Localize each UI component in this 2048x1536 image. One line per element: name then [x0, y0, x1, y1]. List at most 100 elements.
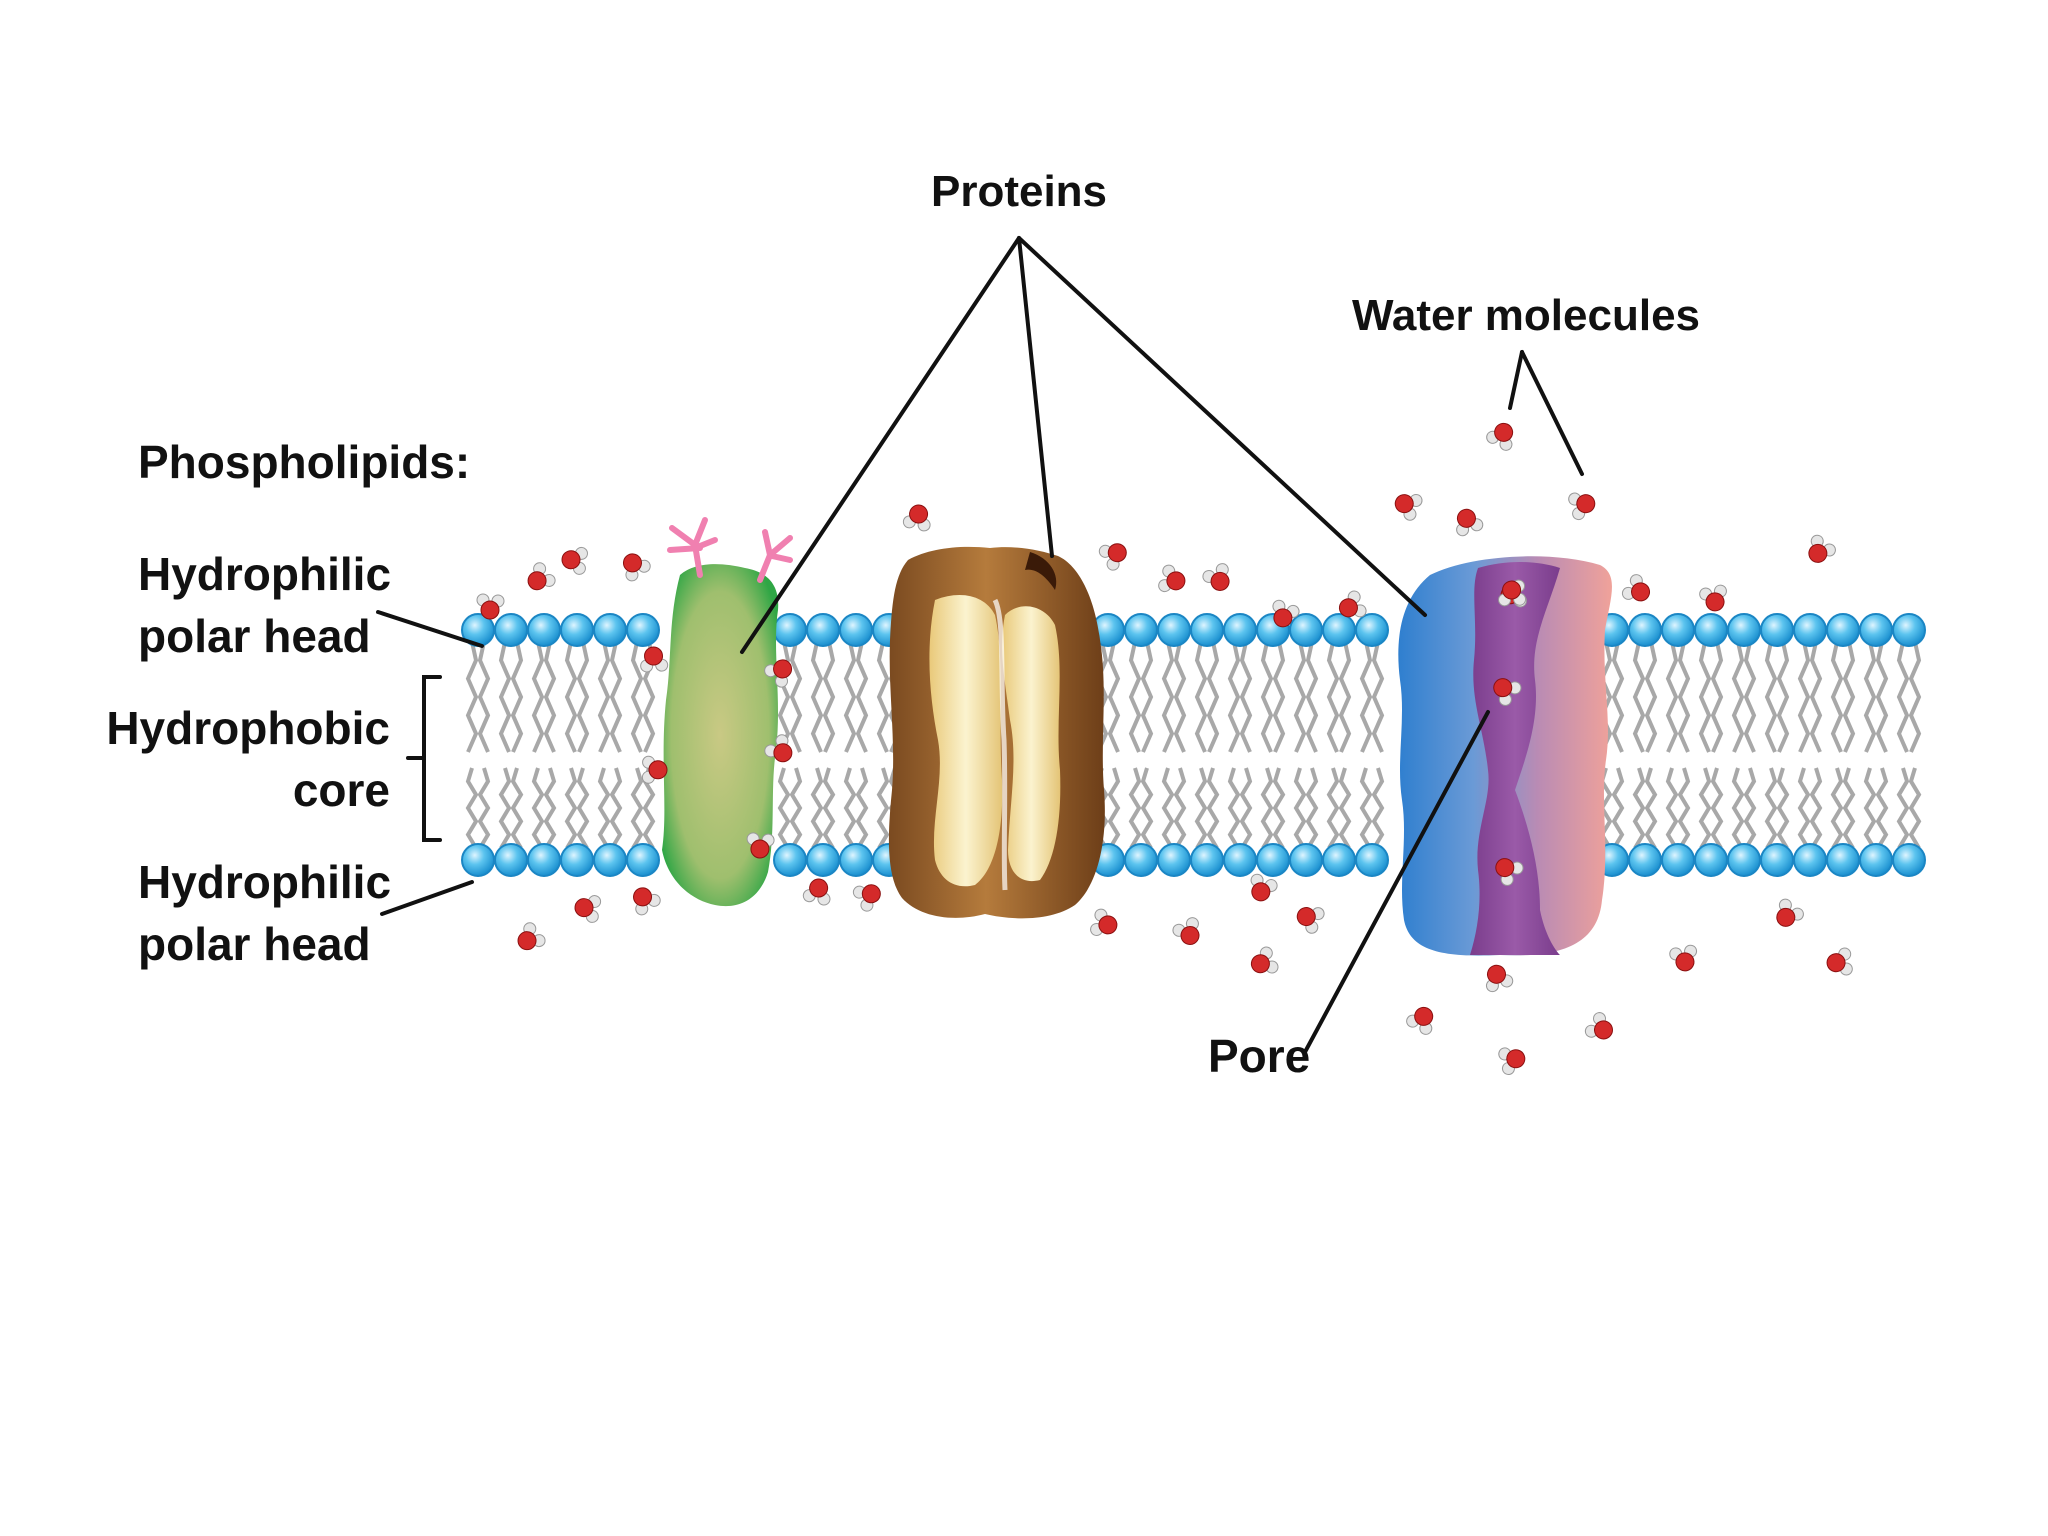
- carrier-protein: [888, 546, 1105, 919]
- lipid-tail: [1743, 641, 1757, 753]
- phospholipid-head-icon: [494, 613, 528, 647]
- lipid-tail: [789, 641, 803, 753]
- hydrophilic-bottom-leader: [380, 880, 474, 916]
- lipid-tail: [630, 767, 644, 850]
- lipid-tail: [1764, 767, 1778, 850]
- hydrophobic-label-line2: core: [293, 764, 390, 816]
- lipid-tail: [510, 641, 524, 753]
- lipid-tail: [576, 767, 590, 850]
- phospholipid-head-icon: [1793, 613, 1827, 647]
- lipid-tail: [1107, 767, 1121, 850]
- water-molecule-icon: [527, 562, 556, 591]
- phospholipid-head-icon: [839, 843, 873, 877]
- water-molecule-icon: [1456, 508, 1484, 537]
- phospholipid-head-icon: [1124, 843, 1158, 877]
- phospholipid-head-icon: [560, 843, 594, 877]
- water-molecule-icon: [1338, 590, 1367, 618]
- lipid-tail: [1809, 641, 1823, 753]
- lipid-tail: [855, 641, 869, 753]
- lipid-tail: [597, 767, 611, 850]
- phospholipid-head-icon: [461, 843, 495, 877]
- lipid-tail: [531, 641, 545, 753]
- lipid-tail: [1227, 641, 1241, 753]
- lipid-tail: [1743, 767, 1757, 850]
- lipid-tail: [477, 767, 491, 850]
- water-molecule-icon: [852, 884, 881, 912]
- lipid-tail: [1227, 767, 1241, 850]
- phospholipid-head-icon: [1661, 843, 1695, 877]
- phospholipid-head-icon: [1628, 843, 1662, 877]
- water-molecule-icon: [574, 895, 602, 923]
- phospholipid-head-icon: [626, 843, 660, 877]
- phospholipid-head-icon: [806, 843, 840, 877]
- proteins-leader-3: [1017, 236, 1427, 617]
- lipid-tail: [477, 641, 491, 753]
- water-molecules: [476, 422, 1853, 1076]
- phospholipid-head-icon: [1892, 843, 1926, 877]
- water-molecule-icon: [1498, 580, 1527, 607]
- lipid-tail: [1797, 767, 1811, 850]
- lipid-tail: [1194, 767, 1208, 850]
- phospholipid-head-icon: [1355, 613, 1389, 647]
- water-molecule-icon: [1272, 599, 1300, 628]
- phospholipid-head-icon: [1190, 613, 1224, 647]
- lipid-tail: [1128, 767, 1142, 850]
- water-molecule-icon: [476, 593, 505, 620]
- lipid-tail: [1731, 767, 1745, 850]
- water-molecule-icon: [1250, 873, 1278, 902]
- lipid-tail: [876, 767, 890, 850]
- phospholipid-head-icon: [1727, 613, 1761, 647]
- leader-lines: [376, 236, 1584, 1054]
- water-molecule-icon: [1776, 898, 1804, 927]
- lipid-tail: [1731, 641, 1745, 753]
- phospholipid-head-icon: [1826, 843, 1860, 877]
- phospholipid-head-icon: [773, 843, 807, 877]
- lipid-tail: [1293, 641, 1307, 753]
- phospholipid-head-icon: [1694, 843, 1728, 877]
- lipid-tail: [1644, 641, 1658, 753]
- lipid-tail: [1863, 767, 1877, 850]
- water-leader-2: [1520, 350, 1584, 476]
- lipid-tail: [576, 641, 590, 753]
- lipid-tail: [609, 767, 623, 850]
- lipid-tail: [1830, 641, 1844, 753]
- lipid-tail: [1764, 641, 1778, 753]
- phospholipid-head-icon: [593, 613, 627, 647]
- lipid-tail: [1128, 641, 1142, 753]
- phospholipid-head-icon: [527, 613, 561, 647]
- lipid-tail: [1842, 641, 1856, 753]
- lipid-tail: [498, 767, 512, 850]
- lipid-tail: [609, 641, 623, 753]
- water-molecule-icon: [561, 546, 588, 575]
- water-molecule-icon: [641, 755, 668, 784]
- water-molecule-icon: [1621, 574, 1651, 602]
- hydrophilic-bottom-label-line1: Hydrophilic: [138, 856, 391, 908]
- lipid-tail: [1809, 767, 1823, 850]
- phospholipid-head-icon: [1322, 613, 1356, 647]
- water-molecule-icon: [1098, 543, 1127, 571]
- hydrophilic-bottom-label-line2: polar head: [138, 918, 371, 970]
- phospholipid-head-icon: [1793, 843, 1827, 877]
- proteins-leader-1: [740, 236, 1021, 654]
- lipid-tail: [876, 641, 890, 753]
- lipid-tail: [465, 767, 479, 850]
- hydrophilic-top-label-line1: Hydrophilic: [138, 548, 391, 600]
- water-molecule-icon: [764, 659, 793, 688]
- water-molecule-icon: [1568, 492, 1596, 521]
- sugar-chain: [667, 517, 793, 583]
- lipid-tail: [1305, 767, 1319, 850]
- hydrophilic-top-leader: [376, 610, 484, 648]
- phospholipid-head-icon: [839, 613, 873, 647]
- phospholipid-head-icon: [773, 613, 807, 647]
- lipid-tail: [1908, 641, 1922, 753]
- pore-label: Pore: [1208, 1030, 1310, 1082]
- phospholipid-head-icon: [1157, 843, 1191, 877]
- phospholipid-head-icon: [494, 843, 528, 877]
- lipid-tail: [597, 641, 611, 753]
- lipid-tail: [777, 767, 791, 850]
- phospholipid-head-icon: [1223, 613, 1257, 647]
- lipid-tail: [630, 641, 644, 753]
- lipid-tail: [1875, 767, 1889, 850]
- lipid-tail: [1095, 641, 1109, 753]
